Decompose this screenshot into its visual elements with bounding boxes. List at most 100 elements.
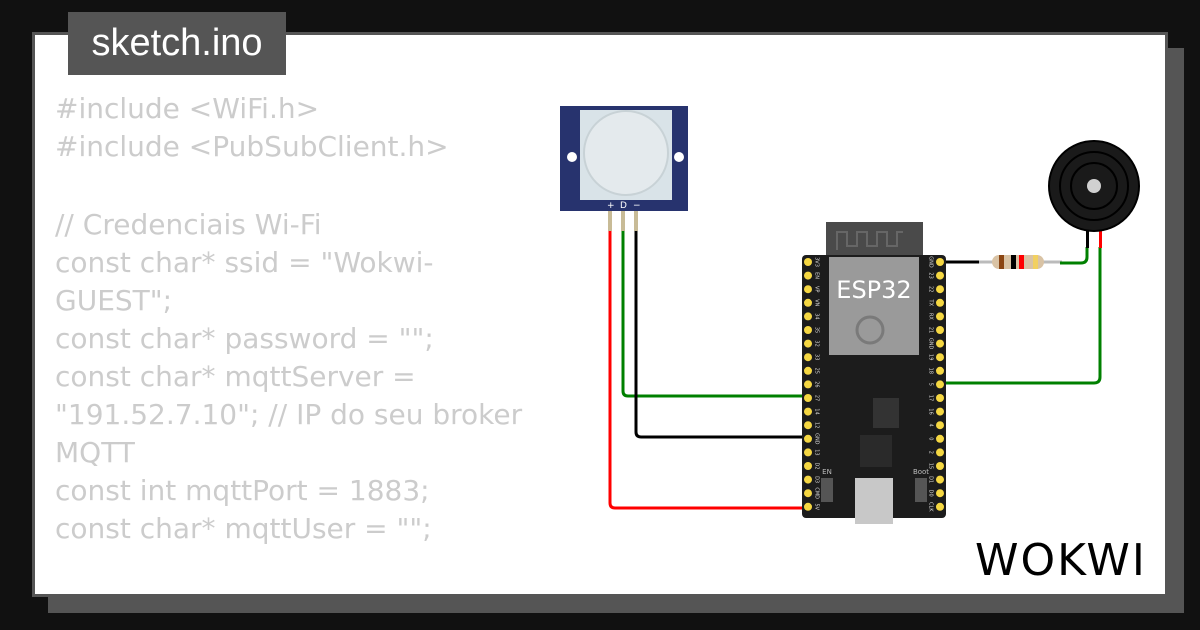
esp32-pin[interactable] xyxy=(936,380,944,389)
esp32-pin-label: D1 xyxy=(928,476,934,483)
code-line: const char* ssid = "Wokwi-GUEST"; xyxy=(55,246,434,317)
esp32-pin[interactable] xyxy=(804,353,812,362)
esp32-pin[interactable] xyxy=(936,298,944,307)
pir-pin-label: − xyxy=(633,201,641,211)
esp32-pin-label: 2 xyxy=(928,451,934,454)
code-line: const char* mqttServer = "191.52.7.10"; … xyxy=(55,360,532,469)
esp32-pin-label: 23 xyxy=(928,272,934,278)
esp32-pin-label: GND xyxy=(928,338,934,350)
esp32-pin-label: 16 xyxy=(928,408,934,414)
buzzer[interactable] xyxy=(1048,140,1140,248)
esp32-pin[interactable] xyxy=(936,285,944,294)
esp32-pin[interactable] xyxy=(804,326,812,334)
esp32-pin[interactable] xyxy=(804,394,812,402)
esp32-pin[interactable] xyxy=(804,258,812,266)
esp32-pin-label: 13 xyxy=(814,449,820,455)
en-button[interactable] xyxy=(821,478,833,502)
esp32-pin[interactable] xyxy=(804,421,812,430)
esp32-pin[interactable] xyxy=(936,394,944,402)
code-line: const int mqttPort = 1883; xyxy=(55,474,430,507)
esp32-pin[interactable] xyxy=(936,489,944,498)
wokwi-logo: WOKWI xyxy=(975,535,1147,585)
esp32-pin[interactable] xyxy=(804,380,812,389)
esp32-pin[interactable] xyxy=(804,502,812,511)
resistor-band xyxy=(999,255,1004,269)
esp32-pin-label: 22 xyxy=(928,286,934,292)
esp32-pin-label: D3 xyxy=(814,476,820,483)
esp32-pin-label: 18 xyxy=(928,368,934,374)
esp32-pin-label: 17 xyxy=(928,395,934,401)
resistor[interactable] xyxy=(979,255,1062,269)
esp32-pin-label: 26 xyxy=(814,381,820,387)
code-line: const char* password = ""; xyxy=(55,322,434,355)
resistor-band xyxy=(1011,255,1016,269)
esp32-pin-label: 12 xyxy=(814,422,820,428)
esp32-pin[interactable] xyxy=(804,407,812,416)
esp32-pin-label: 3V3 xyxy=(814,257,820,267)
esp32-pin-label: 4 xyxy=(928,424,934,427)
esp32-pin[interactable] xyxy=(936,502,944,511)
esp32-pin-label: D0 xyxy=(928,490,934,497)
esp32-pin[interactable] xyxy=(936,434,944,443)
filename-tab: sketch.ino xyxy=(68,12,286,75)
esp32-pin-label: CMD xyxy=(814,487,820,499)
code-line: #include <WiFi.h> xyxy=(55,92,320,125)
esp32-pin[interactable] xyxy=(804,475,812,484)
esp32-pin[interactable] xyxy=(936,326,944,334)
esp32-pin[interactable] xyxy=(936,366,944,375)
boot-button[interactable] xyxy=(915,478,927,502)
boot-label: Boot xyxy=(913,468,929,476)
esp32-label: ESP32 xyxy=(836,276,911,304)
code-line: #include <PubSubClient.h> xyxy=(55,130,449,163)
esp32-pin[interactable] xyxy=(804,298,812,307)
esp32-pin-label: TX xyxy=(928,299,934,307)
esp32-pin[interactable] xyxy=(936,353,944,362)
esp32-pin[interactable] xyxy=(936,448,944,457)
pir-pin-label: + xyxy=(607,201,615,211)
esp32-pin[interactable] xyxy=(804,366,812,375)
esp32-pin-label: 15 xyxy=(928,463,934,469)
esp32-pin-label: GND xyxy=(928,256,934,268)
esp32-pin[interactable] xyxy=(804,339,812,348)
esp32-pin-label: GND xyxy=(814,433,820,445)
en-label: EN xyxy=(822,468,832,476)
esp32-pin-label: 0 xyxy=(928,437,934,440)
esp32-pin-label: 34 xyxy=(814,313,820,319)
esp32-pin[interactable] xyxy=(936,339,944,348)
code-background: #include <WiFi.h> #include <PubSubClient.… xyxy=(55,90,545,548)
esp32-pin-label: 5V xyxy=(814,503,820,510)
wire-resistor-buzzer xyxy=(1060,247,1089,265)
esp32-pin[interactable] xyxy=(936,312,944,321)
esp32-pin[interactable] xyxy=(804,448,812,457)
esp32-pin[interactable] xyxy=(804,285,812,294)
resistor-band xyxy=(1019,255,1024,269)
esp32-pin[interactable] xyxy=(936,421,944,430)
esp32-pin-label: D2 xyxy=(814,462,820,469)
esp32-pin-label: 32 xyxy=(814,340,820,346)
esp32-pin[interactable] xyxy=(936,258,944,266)
wire-power xyxy=(608,230,808,510)
svg-text:+D−: +D− xyxy=(607,201,641,211)
esp32-pin-label: 19 xyxy=(928,354,934,360)
wire-buzzer-signal xyxy=(943,247,1102,385)
pir-sensor[interactable]: +D− xyxy=(560,106,688,231)
esp32-pin[interactable] xyxy=(936,407,944,416)
esp32-pin-label: 21 xyxy=(928,327,934,333)
esp32-pin[interactable] xyxy=(804,271,812,280)
esp32-pin[interactable] xyxy=(804,312,812,321)
esp32-pin[interactable] xyxy=(936,462,944,470)
esp32-pin[interactable] xyxy=(804,462,812,470)
esp32-pin[interactable] xyxy=(804,489,812,498)
esp32-pin[interactable] xyxy=(804,434,812,443)
svg-text:WOKWI: WOKWI xyxy=(975,535,1147,585)
esp32-board[interactable]: ESP32 EN Boot 3V3ENVPVN34353233252627141… xyxy=(802,222,946,524)
esp32-pin[interactable] xyxy=(936,475,944,484)
esp32-pin-label: 14 xyxy=(814,408,820,414)
code-line: // Credenciais Wi-Fi xyxy=(55,208,322,241)
esp32-pin-label: 27 xyxy=(814,395,820,401)
esp32-pin-label: EN xyxy=(814,272,820,279)
esp32-pin[interactable] xyxy=(936,271,944,280)
wire-ground xyxy=(634,230,808,439)
code-line: const char* mqttUser = ""; xyxy=(55,512,432,545)
